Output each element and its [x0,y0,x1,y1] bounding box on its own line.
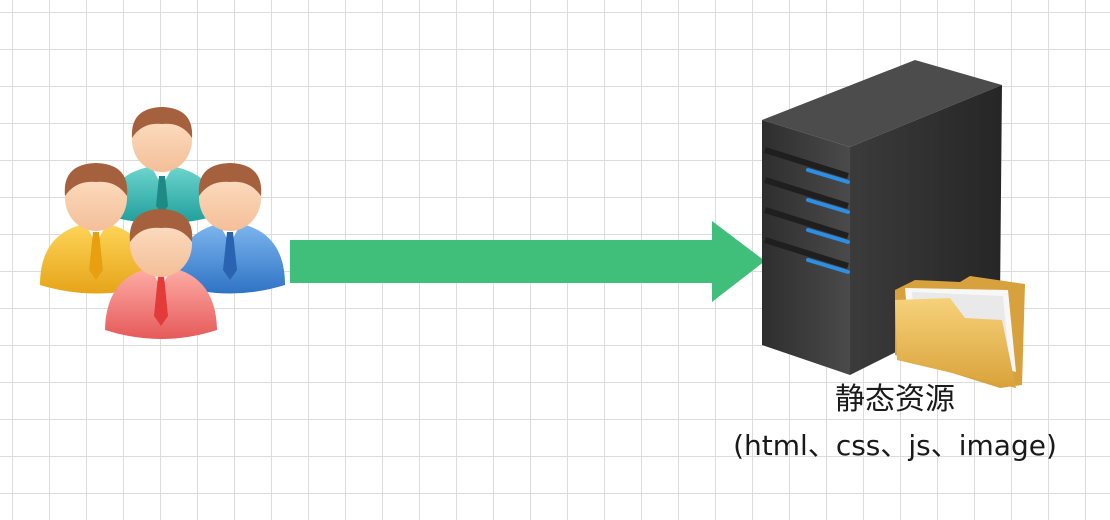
person-left [40,163,152,294]
server-sublabel: (html、css、js、image) [733,429,1057,462]
person-front [105,209,217,339]
server-label: 静态资源 [835,382,955,417]
server-drive-bays [764,147,850,274]
person-center [105,107,219,224]
users-group-icon [40,107,285,339]
person-right [175,163,285,294]
right-arrow-icon [290,221,765,302]
folder-icon [895,276,1025,388]
